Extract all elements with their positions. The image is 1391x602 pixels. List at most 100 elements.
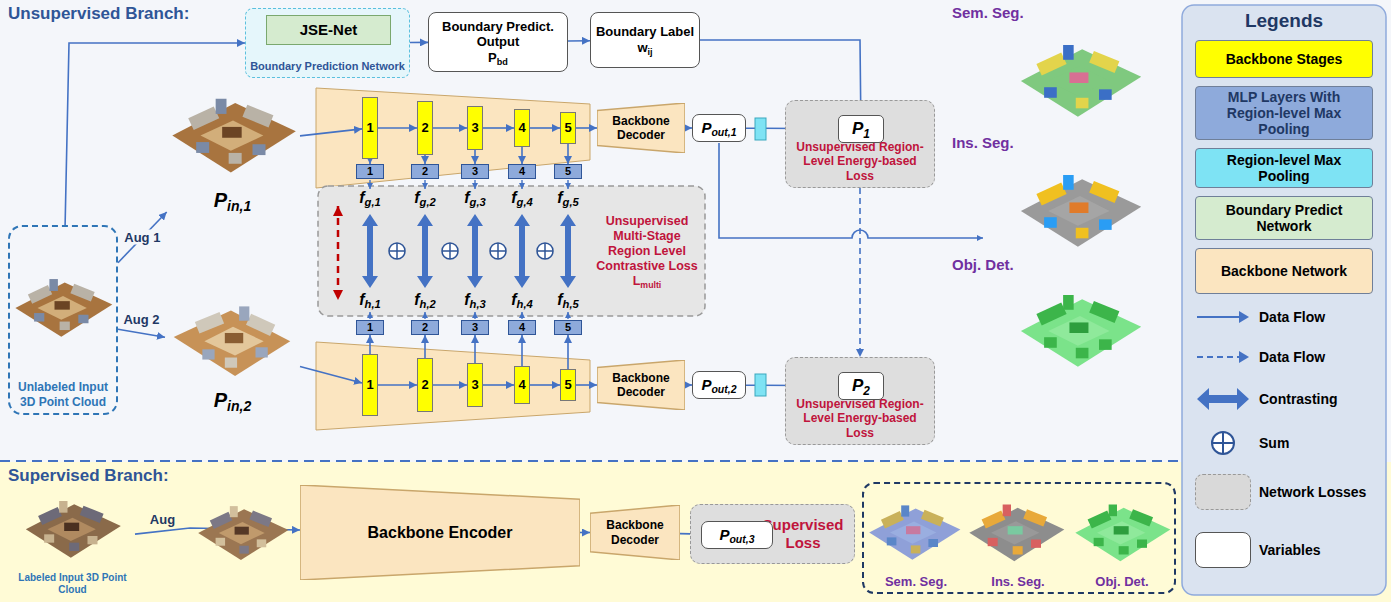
flow-arrow: [859, 188, 861, 357]
legend-text: Variables: [1259, 542, 1321, 558]
backbone-encoder: [316, 342, 590, 430]
legend-row: Contrasting: [1195, 382, 1383, 416]
flow-arrow: [483, 127, 514, 129]
node-text: Unsupervised Region-Level Energy-based L…: [792, 140, 928, 183]
flow-arrow: [378, 384, 417, 386]
node-text: Unsupervised Multi-Stage Region Level Co…: [595, 214, 699, 289]
backbone-stage: 4: [514, 109, 530, 147]
loss-box: Unsupervised Region-Level Energy-based L…: [785, 100, 935, 188]
backbone-stage: 4: [514, 366, 530, 404]
flow-arrow: [576, 384, 597, 386]
decoder-box: Backbone Decoder: [590, 505, 680, 560]
flow-arrow: [576, 127, 597, 129]
label: fh,5: [557, 291, 579, 309]
backbone-stage: 2: [417, 358, 433, 412]
node-text: 3: [472, 166, 478, 177]
node-text: 1: [366, 377, 373, 393]
mlp-box: 2: [411, 164, 439, 179]
node-text: 3: [472, 322, 478, 333]
feature-arrows: [370, 180, 568, 319]
label: Obj. Det.: [952, 256, 1014, 273]
backbone-stage: 5: [560, 369, 576, 401]
output-box: Sem. Seg.Ins. Seg.Obj. Det.: [862, 482, 1176, 594]
flow-arrow: [521, 147, 523, 164]
flow-arrow: [474, 150, 476, 164]
mlp-box: 5: [554, 320, 582, 335]
flow-arrow: [568, 40, 590, 42]
flow-arrow: [483, 384, 514, 386]
variable-box: Boundary Labelwij: [590, 12, 700, 68]
node-text: Backbone Decoder: [596, 518, 674, 547]
node-text: 2: [422, 322, 428, 333]
flow-arrow: [300, 366, 362, 383]
contrast-arrows: [362, 214, 576, 288]
node-text: 4: [519, 322, 525, 333]
legend-text: Region-level Max Pooling: [1202, 152, 1366, 184]
node-text: 2: [421, 377, 428, 393]
node-text: Pout,3: [694, 526, 780, 544]
decoder-box: Backbone Decoder: [597, 360, 685, 410]
node-text: JSE-Net: [300, 21, 358, 39]
node-text: 5: [565, 322, 571, 333]
legend-row: Data Flow: [1195, 342, 1383, 372]
node-text: 5: [565, 166, 571, 177]
node-text: 1: [367, 166, 373, 177]
edge-label: Aug: [148, 512, 177, 527]
label: fh,4: [511, 291, 533, 309]
node-text: Pout,1: [701, 119, 736, 137]
legend-row: Network Losses: [1195, 470, 1383, 514]
flow-arrow: [521, 335, 523, 366]
cloud-view: Pin,2: [165, 285, 300, 412]
edge-label: Aug 2: [121, 312, 161, 327]
legend-text: MLP Layers With Region-level Max Pooling: [1202, 89, 1366, 137]
legend-row: Sum: [1195, 426, 1383, 460]
label: Legends: [1245, 10, 1323, 32]
node-text: 3: [471, 120, 478, 136]
node-text: P2: [852, 376, 870, 396]
mlp-box: 1: [356, 164, 384, 179]
loss-box: Unsupervised Region-Level Energy-based L…: [785, 357, 935, 445]
flow-arrow: [685, 384, 692, 386]
node-text: 4: [519, 166, 525, 177]
label: fh,1: [359, 291, 381, 309]
flow-arrow: [410, 42, 428, 44]
legend-swatch: Backbone Stages: [1195, 40, 1373, 78]
mlp-box: 3: [461, 164, 489, 179]
legend-swatch: MLP Layers With Region-level Max Pooling: [1195, 86, 1373, 140]
node-text: Ins. Seg.: [991, 574, 1044, 590]
flow-arrow: [530, 384, 560, 386]
flow-arrow: [567, 144, 569, 164]
legend-sample: [1195, 428, 1251, 458]
backbone-stage: 1: [362, 97, 378, 159]
stage-contrast-arrow: [337, 206, 340, 300]
legend-row: Data Flow: [1195, 302, 1383, 332]
backbone-stage: 2: [417, 101, 433, 155]
node-text: Backbone Decoder: [603, 371, 679, 400]
backbone-stage: 3: [467, 106, 483, 150]
label: fh,3: [464, 291, 486, 309]
variable-box: Pout,3: [701, 521, 773, 549]
legend-text: Boundary Predict Network: [1202, 202, 1366, 234]
contrastive-box: [318, 186, 705, 316]
label: Unsupervised Branch:: [8, 4, 189, 24]
flow-arrow: [567, 335, 569, 369]
legend-swatch: Boundary Predict Network: [1195, 196, 1373, 240]
legend-sample: [1195, 302, 1251, 332]
edge-label: Aug 1: [122, 230, 162, 245]
label: Sem. Seg.: [952, 4, 1024, 21]
mlp-box: 5: [554, 164, 582, 179]
node-text: Boundary Prediction Network: [250, 60, 405, 73]
label: fg,1: [359, 189, 381, 207]
node-text: 3: [471, 377, 478, 393]
variable-box: Pout,2: [692, 371, 746, 399]
flow-arrow: [378, 127, 417, 129]
flow-arrow: [580, 532, 590, 534]
legend-row: Variables: [1195, 528, 1383, 572]
node-text: Unsupervised Region-Level Energy-based L…: [792, 397, 928, 440]
legend-text: Network Losses: [1259, 484, 1366, 500]
node-text: Backbone Decoder: [603, 114, 679, 143]
mlp-box: 4: [508, 164, 536, 179]
node-text: 2: [421, 120, 428, 136]
node-text: 1: [366, 120, 373, 136]
decoder-box: Backbone Decoder: [597, 103, 685, 153]
